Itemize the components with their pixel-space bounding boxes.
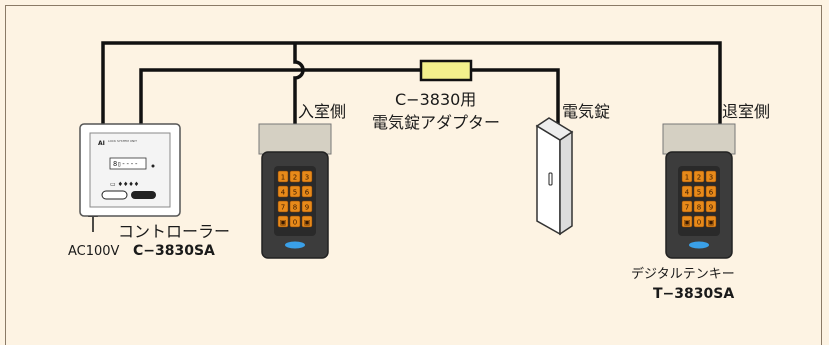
keypad-key-label: 2 [697,174,701,182]
keypad-key-label: ▣ [684,219,691,227]
keypad-key-label: ▣ [708,219,715,227]
door-lock [535,117,574,236]
label-controller-model: C−3830SA [133,243,215,259]
wire-to-adapter [139,68,420,128]
keypad-led [689,241,709,249]
label-ac-power: AC100V [68,244,120,259]
keypad-key [681,170,693,183]
keypad-key-label: 9 [709,204,713,212]
keypad-key [693,170,705,183]
keypad-key-label: 8 [697,204,701,212]
keypad-key [681,200,693,213]
keypad-key-label: 5 [293,189,297,197]
svg-text:▭ ♦♦♦♦: ▭ ♦♦♦♦ [110,181,139,188]
keypad-key-label: ▣ [304,219,311,227]
wiring [92,41,722,232]
keypad-key [301,170,313,183]
keypad-key-label: ▣ [280,219,287,227]
svg-text:8▯----: 8▯---- [113,160,138,168]
keypad-key [289,215,301,228]
keypad-key [693,200,705,213]
keypad-hood [258,123,332,155]
keypad-key-label: 4 [281,189,286,197]
keypad-key-label: 3 [709,174,713,182]
label-electric-lock: 電気錠 [562,102,611,121]
label-exit-side: 退室側 [722,102,771,121]
label-adapter-model: C−3830用 [395,90,477,109]
keypad-led [285,241,305,249]
label-keypad-model: T−3830SA [653,286,735,302]
keypad-key-label: 1 [281,174,285,182]
keypad-key [277,185,289,198]
keypad-key [301,185,313,198]
keypad-key [681,185,693,198]
keypad-key [693,215,705,228]
label-adapter-name: 電気錠アダプター [372,113,501,132]
svg-text:LOCK SYSTEM UNIT: LOCK SYSTEM UNIT [108,139,137,143]
wire-exit-keypad [101,41,722,128]
keypad-key [681,215,693,228]
keypad-key-label: 4 [685,189,690,197]
keypad-key [301,200,313,213]
keypad-key-label: 8 [293,204,297,212]
keypad-key-label: 7 [281,204,285,212]
keypad-key [705,170,717,183]
keypad-key [705,185,717,198]
keypad-key-label: 6 [709,189,714,197]
keypad-key [277,200,289,213]
label-controller-name: コントローラー [118,222,231,241]
keypad-key-label: 0 [697,219,701,227]
keypad-key-label: 2 [293,174,297,182]
keypad-key-label: 7 [685,204,689,212]
keypad-key-label: 1 [685,174,689,182]
svg-text:AI: AI [98,140,105,147]
keypad-key [705,200,717,213]
controller-unit: AI LOCK SYSTEM UNIT 8▯---- ▭ ♦♦♦♦ [79,123,181,217]
keypad-key [693,185,705,198]
keypad-key-label: 3 [305,174,309,182]
keypad-key [289,170,301,183]
keypad-key-label: 9 [305,204,309,212]
wire-to-lock [472,68,560,128]
keypad-hood [662,123,736,155]
keypad-key [289,200,301,213]
label-entry-side: 入室側 [298,102,347,121]
keypad-key [277,215,289,228]
keypad-key [705,215,717,228]
keypad-key [277,170,289,183]
keypad-key-label: 6 [305,189,310,197]
keypad-key-label: 5 [697,189,701,197]
label-keypad-name: デジタルテンキー [631,267,735,282]
keypad-key-label: 0 [293,219,297,227]
adapter-box [419,59,473,82]
keypad-key [289,185,301,198]
keypad-key [301,215,313,228]
